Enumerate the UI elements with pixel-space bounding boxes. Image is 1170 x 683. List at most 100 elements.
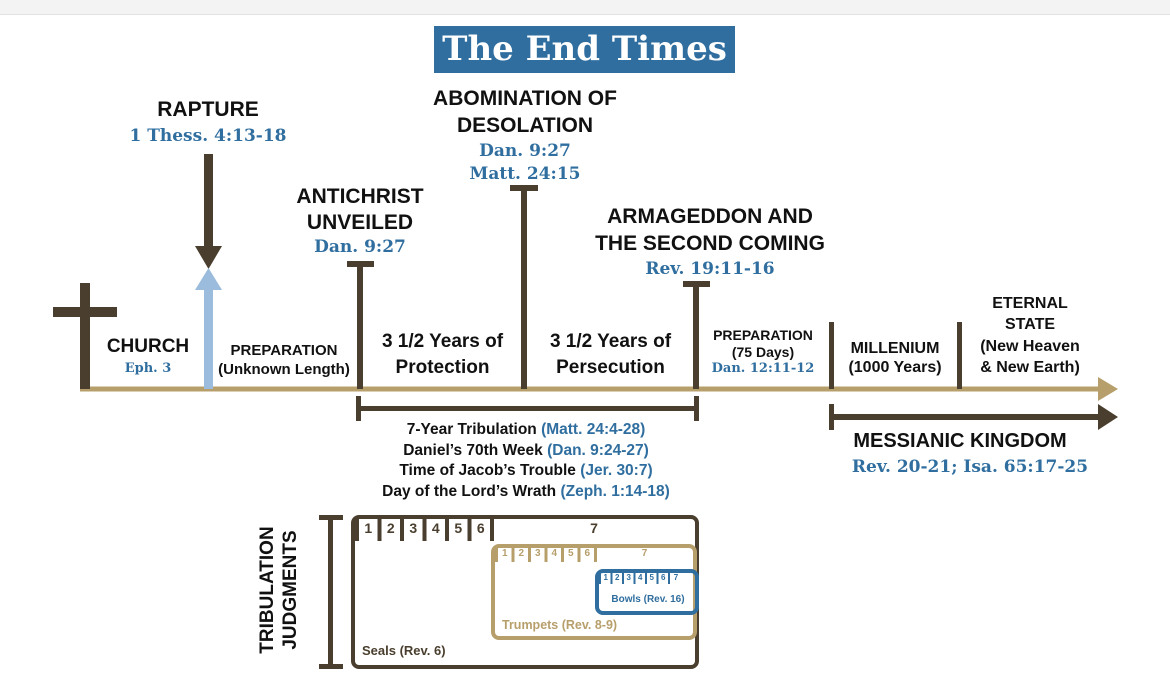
- judgments-bracket-bar: [328, 517, 333, 667]
- judgments-side-label-line1: TRIBULATION: [257, 526, 278, 654]
- eternal-label-line2: STATE: [1004, 316, 1056, 333]
- tribulation-name-2: Daniel’s 70th Week (Dan. 9:24-27): [403, 442, 649, 459]
- trumpet-divider: [495, 548, 498, 562]
- protection-label-line1: 3 1/2 Years of: [381, 331, 504, 352]
- bowl-number: 6: [661, 573, 666, 582]
- seal-divider: [377, 519, 382, 541]
- antichrist-marker-cap: [347, 261, 374, 267]
- rapture-ref: 1 Thess. 4:13-18: [129, 126, 287, 146]
- preparation-2-ref: Dan. 12:11-12: [711, 361, 815, 376]
- preparation-1-label-line1: PREPARATION: [230, 342, 338, 359]
- millenium-label-line2: (1000 Years): [848, 359, 942, 376]
- trumpet-number: 1: [501, 548, 508, 559]
- millenium-divider: [829, 322, 834, 389]
- seal-number: 1: [364, 520, 373, 536]
- bowl-number: 7: [673, 573, 679, 582]
- rapture-up-arrow-shaft: [204, 289, 213, 389]
- bowl-number: 1: [603, 573, 608, 582]
- armageddon-ref: Rev. 19:11-16: [645, 259, 775, 279]
- bowl-divider: [622, 573, 624, 584]
- abomination-marker-post: [521, 188, 527, 389]
- seal-divider: [400, 519, 404, 541]
- trumpet-number: 4: [551, 548, 558, 559]
- eternal-label-line3: (New Heaven: [980, 338, 1080, 355]
- preparation-1-label-line2: (Unknown Length): [218, 361, 350, 378]
- bowl-divider: [599, 573, 601, 584]
- seal-number: 6: [476, 520, 485, 536]
- eternal-divider: [957, 322, 962, 389]
- seal-divider: [355, 519, 359, 541]
- bowls-label: Bowls (Rev. 16): [611, 594, 685, 605]
- protection-label-line2: Protection: [395, 357, 490, 378]
- cross-icon-horizontal: [53, 307, 117, 317]
- trumpet-divider: [528, 548, 531, 562]
- tribulation-name-4: Day of the Lord’s Wrath (Zeph. 1:14-18): [382, 483, 670, 500]
- trumpet-divider: [544, 548, 548, 562]
- kingdom-ref: Rev. 20-21; Isa. 65:17-25: [851, 457, 1089, 477]
- millenium-label-line1: MILLENIUM: [850, 340, 940, 357]
- bowl-number: 5: [649, 573, 654, 582]
- kingdom-arrow-head: [1098, 404, 1118, 430]
- bowls-box: [595, 569, 699, 615]
- seals-label: Seals (Rev. 6): [362, 643, 446, 658]
- bowl-divider: [668, 573, 670, 584]
- timeline-arrowhead: [1098, 377, 1118, 401]
- abomination-ref-2: Matt. 24:15: [469, 164, 581, 184]
- bowl-number: 2: [615, 573, 620, 582]
- bowl-number: 3: [626, 573, 631, 582]
- page-title: The End Times: [434, 26, 735, 73]
- bowl-divider: [633, 573, 636, 584]
- tribulation-name-3: Time of Jacob’s Trouble (Jer. 30:7): [399, 462, 653, 479]
- seal-number: 7: [590, 520, 598, 536]
- persecution-label-line2: Persecution: [556, 357, 665, 378]
- seals-dividers: [355, 519, 494, 541]
- church-ref: Eph. 3: [124, 361, 172, 376]
- persecution-label-line1: 3 1/2 Years of: [549, 331, 672, 352]
- preparation-2-label-line2: (75 Days): [731, 344, 795, 360]
- bowls-dividers: [599, 573, 670, 584]
- seal-number: 5: [454, 520, 463, 536]
- antichrist-ref: Dan. 9:27: [314, 237, 406, 257]
- armageddon-label-line2: THE SECOND COMING: [595, 232, 825, 255]
- seal-divider: [490, 519, 494, 541]
- seal-number: 3: [409, 520, 418, 536]
- tribulation-bracket-left: [356, 396, 361, 421]
- rapture-down-arrow-shaft: [204, 154, 213, 248]
- kingdom-label: MESSIANIC KINGDOM: [853, 430, 1067, 452]
- kingdom-arrow-shaft: [829, 414, 1101, 420]
- abomination-label-line1: ABOMINATION OF: [433, 87, 617, 110]
- trumpet-divider: [511, 548, 515, 562]
- armageddon-label-line1: ARMAGEDDON AND: [607, 205, 813, 228]
- seal-divider: [445, 519, 449, 541]
- bowl-divider: [656, 573, 659, 584]
- rapture-down-arrow-head: [195, 246, 222, 269]
- trumpet-number: 7: [641, 548, 648, 559]
- antichrist-label-line1: ANTICHRIST: [296, 185, 424, 208]
- church-label: CHURCH: [106, 336, 190, 357]
- rapture-up-arrow-head: [195, 268, 222, 290]
- judgments-bracket-top: [319, 515, 343, 520]
- tribulation-name-1: 7-Year Tribulation (Matt. 24:4-28): [406, 421, 646, 438]
- abomination-label-line2: DESOLATION: [456, 114, 594, 137]
- seal-number: 2: [386, 520, 395, 536]
- eternal-label-line4: & New Earth): [980, 359, 1080, 376]
- seal-divider: [422, 519, 427, 541]
- trumpet-number: 3: [534, 548, 541, 559]
- trumpet-divider: [594, 548, 597, 562]
- bowl-number: 4: [638, 573, 643, 582]
- rapture-label: RAPTURE: [157, 98, 259, 121]
- trumpets-dividers: [495, 548, 597, 562]
- antichrist-label-line2: UNVEILED: [306, 211, 414, 234]
- judgments-bracket-bottom: [319, 664, 343, 669]
- tribulation-bracket-bar: [358, 406, 697, 411]
- tribulation-bracket-right: [694, 396, 699, 421]
- trumpet-divider: [577, 548, 581, 562]
- seal-divider: [467, 519, 472, 541]
- preparation-2-label-line1: PREPARATION: [713, 327, 813, 343]
- abomination-marker-cap: [510, 185, 538, 191]
- trumpet-number: 5: [567, 548, 574, 559]
- trumpet-number: 6: [584, 548, 591, 559]
- armageddon-marker-post: [693, 284, 699, 389]
- trumpet-number: 2: [518, 548, 525, 559]
